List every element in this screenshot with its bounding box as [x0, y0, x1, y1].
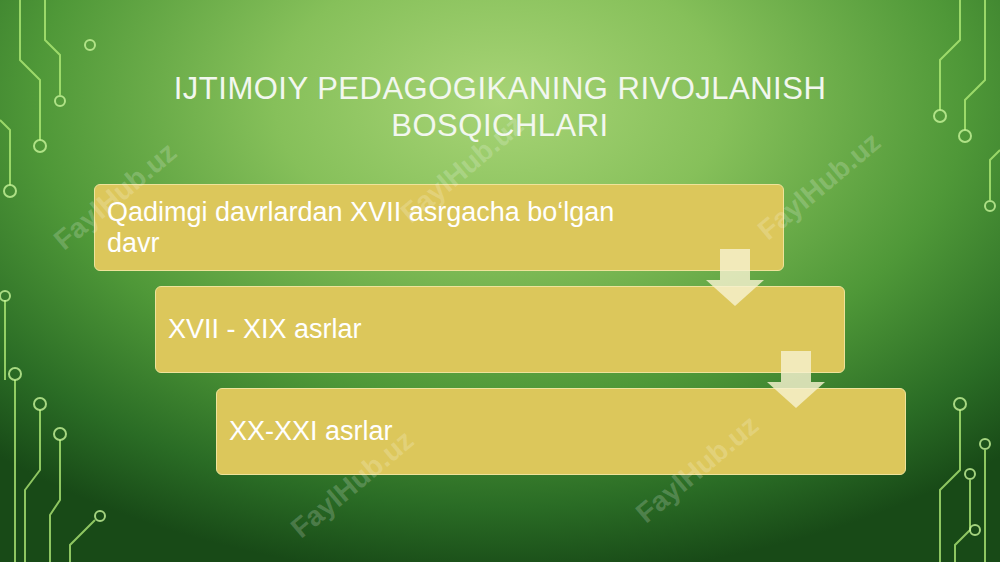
circuit-node: [934, 110, 946, 122]
circuit-node: [34, 398, 46, 410]
circuit-node: [970, 525, 980, 535]
box-text: Qadimgi davrlardan XVII asrgacha bo‘lgan…: [107, 197, 627, 259]
circuit-line: [940, 0, 960, 110]
stage-box: XX-XXI asrlar: [216, 388, 906, 475]
box-text: XX-XXI asrlar: [229, 416, 393, 447]
circuit-node: [95, 511, 105, 521]
circuit-line: [940, 410, 960, 562]
circuit-line: [955, 480, 970, 562]
circuit-line: [0, 120, 10, 185]
circuit-node: [55, 96, 65, 106]
circuit-line: [50, 440, 60, 562]
circuit-line: [14, 380, 16, 562]
circuit-node: [9, 368, 21, 380]
arrow-shaft: [781, 351, 811, 382]
circuit-line: [70, 520, 95, 562]
circuit-node: [34, 140, 46, 152]
circuit-node: [959, 130, 971, 142]
stage-box: Qadimgi davrlardan XVII asrgacha bo‘lgan…: [94, 184, 784, 271]
arrow-head: [706, 280, 764, 306]
circuit-line: [25, 410, 40, 562]
arrow-shaft: [720, 249, 750, 280]
flow-arrow: [706, 249, 764, 306]
flow-arrow: [767, 351, 825, 408]
circuit-node: [54, 428, 66, 440]
circuit-line: [4, 300, 6, 380]
circuit-line: [20, 0, 40, 140]
circuit-node: [985, 201, 995, 211]
circuit-line: [45, 0, 60, 95]
box-text: XVII - XIX asrlar: [168, 314, 362, 345]
slide-title: IJTIMOIY PEDAGOGIKANING RIVOJLANISH BOSQ…: [120, 70, 880, 144]
circuit-node: [85, 40, 95, 50]
arrow-head: [767, 382, 825, 408]
circuit-line: [984, 450, 986, 562]
circuit-node: [0, 291, 10, 301]
circuit-node: [965, 469, 975, 479]
stage-box: XVII - XIX asrlar: [155, 286, 845, 373]
circuit-line: [965, 0, 985, 130]
circuit-node: [954, 398, 966, 410]
circuit-node: [4, 185, 16, 197]
circuit-line: [990, 150, 1000, 200]
circuit-node: [980, 439, 990, 449]
